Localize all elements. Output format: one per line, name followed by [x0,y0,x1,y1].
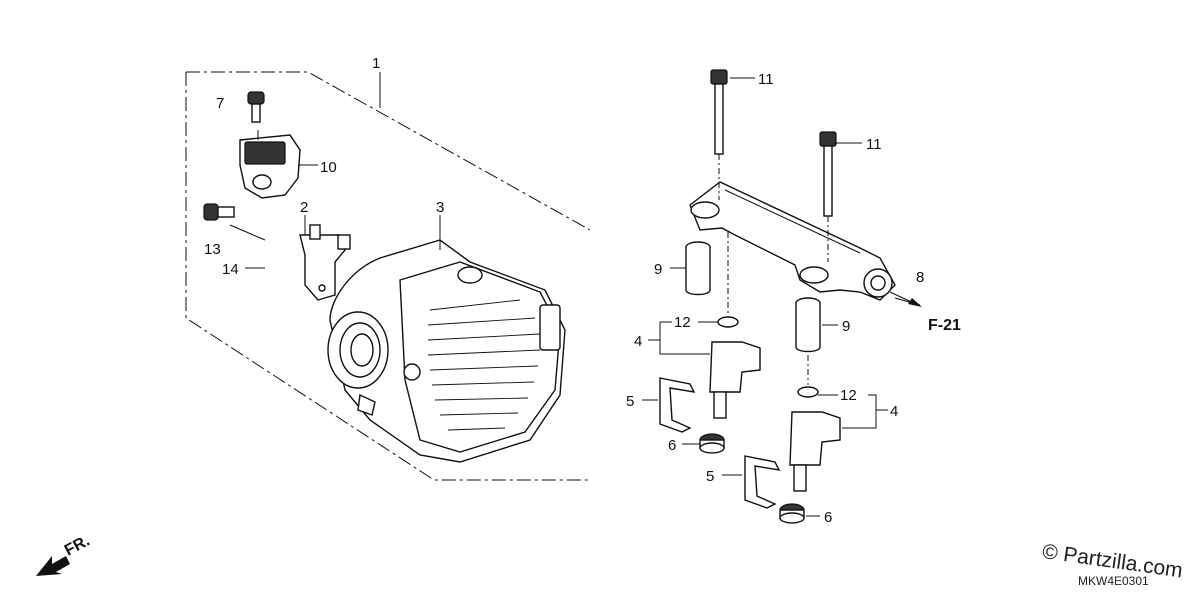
callout-14: 14 [222,261,239,278]
reference-label: F-21 [928,317,961,334]
callout-7: 7 [216,95,224,112]
callout-5-lower: 5 [706,468,714,485]
callout-4-right: 4 [890,403,898,420]
map-sensor[interactable] [239,130,301,199]
callout-9-right: 9 [842,318,850,335]
callout-12-right: 12 [840,387,857,404]
callout-5-upper: 5 [626,393,634,410]
grommet-upper[interactable] [699,433,725,454]
callout-1: 1 [372,55,380,72]
diagram-code: MKW4E0301 [1078,574,1149,588]
collar-left[interactable] [685,241,711,296]
callout-6-lower: 6 [824,509,832,526]
sensor-bracket[interactable] [299,224,351,301]
grommet-lower[interactable] [779,503,805,524]
callout-4-left: 4 [634,333,642,350]
throttle-body[interactable] [327,239,566,463]
leader-lines [229,72,921,517]
vacuum-hose[interactable] [258,209,297,294]
o-ring-left[interactable] [717,316,739,328]
injector-right[interactable] [789,411,841,492]
callout-2: 2 [300,199,308,216]
o-ring-right[interactable] [797,386,819,398]
rail-bolt-upper[interactable] [710,69,728,200]
front-label: FR. [62,532,93,559]
rail-bolt-lower[interactable] [819,131,837,262]
bolt-13[interactable] [203,203,235,221]
callout-6-upper: 6 [668,437,676,454]
callout-10: 10 [320,159,337,176]
front-direction-arrow: FR. [36,532,93,576]
callout-3: 3 [436,199,444,216]
injector-clip-upper[interactable] [659,377,696,433]
callout-13: 13 [204,241,221,258]
injector-clip-lower[interactable] [744,455,781,509]
callout-11-upper: 11 [758,71,774,88]
callout-12-left: 12 [674,314,691,331]
assembly-boundary [185,71,591,481]
fuel-rail[interactable] [689,181,896,301]
collar-right[interactable] [795,297,821,353]
reference-arrow [889,291,922,307]
callout-9-left: 9 [654,261,662,278]
bolt-7[interactable] [247,91,265,123]
injector-left[interactable] [709,341,761,419]
callout-11-lower: 11 [866,136,882,153]
callout-8: 8 [916,269,924,286]
